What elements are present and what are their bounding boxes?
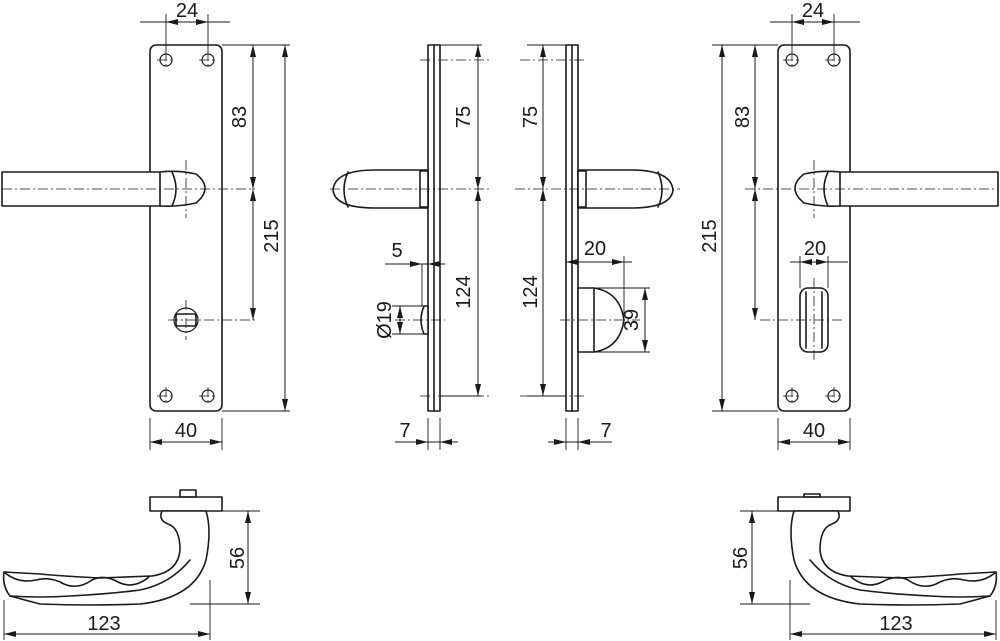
screw-hole-top-right [825,51,843,69]
screw-hole-bottom-left [783,387,801,405]
label-top-to-center: 75 [453,106,475,128]
screw-hole-top-left [157,51,175,69]
side-view-b: 75 124 20 39 7 [515,44,680,450]
lever-grip-wave [849,571,997,588]
screw-hole-bottom-left [157,387,175,405]
label-total-height: 215 [699,219,721,252]
label-plate-thickness: 7 [600,420,611,442]
label-turn-projection: 20 [584,238,606,260]
label-top-to-center: 83 [732,106,754,128]
label-top-to-center: 83 [229,106,251,128]
screw-hole-top-left [783,51,801,69]
label-total-height: 215 [261,219,283,252]
plate-top-edge [149,496,223,512]
backplate-outline [777,44,851,412]
label-turn-height: 39 [621,309,643,331]
screw-hole-bottom-right [825,387,843,405]
lever-profile [790,510,998,606]
screw-hole-bottom-right [199,387,217,405]
label-height: 56 [730,547,752,569]
label-button-offset: 5 [391,240,402,262]
screw-hole-top-right [199,51,217,69]
label-turn-width: 20 [804,238,826,260]
label-plate-width: 40 [175,420,197,442]
label-hole-spacing: 24 [176,0,198,22]
lever-grip-wave [3,571,151,588]
label-projection: 123 [879,613,912,635]
top-view-left: 56 123 [2,489,260,640]
top-view-right: 56 123 [730,493,998,640]
front-view-right: 24 40 83 215 20 [699,0,999,450]
thumb-turn-indicator [168,300,255,340]
side-view-a: 75 124 5 Ø19 7 [330,44,490,450]
label-plate-thickness: 7 [399,420,410,442]
label-hole-spacing: 24 [802,0,824,22]
label-center-to-bottom: 124 [520,275,542,308]
lever-profile [2,510,210,606]
backplate-outline [149,44,223,412]
label-height: 56 [227,547,249,569]
label-plate-width: 40 [803,420,825,442]
label-top-to-center: 75 [520,106,542,128]
plate-top-edge [777,496,851,512]
label-button-diameter: Ø19 [374,301,396,339]
front-view-left: 24 40 83 215 [1,0,290,450]
thumb-turn-knob [760,278,845,362]
label-projection: 123 [87,613,120,635]
label-center-to-bottom: 124 [453,275,475,308]
